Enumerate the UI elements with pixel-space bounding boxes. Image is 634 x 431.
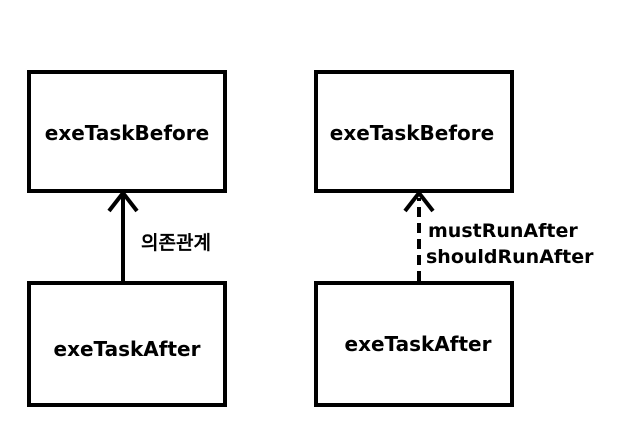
right-edge-label-line2: shouldRunAfter [426,246,594,268]
right-bottom-box [314,281,514,407]
right-diagram: exeTaskBefore exeTaskAfter mustRunAfter … [314,70,594,407]
right-arrow-head [403,189,435,213]
right-ordering-arrow [403,189,435,281]
left-bottom-box [27,281,227,407]
right-top-box-label: exeTaskBefore [330,121,494,145]
left-top-box-label: exeTaskBefore [45,121,209,145]
right-edge-label-line1: mustRunAfter [428,220,578,242]
right-top-box [314,70,514,193]
right-bottom-box-label: exeTaskAfter [345,332,492,356]
left-edge-label: 의존관계 [141,232,211,254]
left-bottom-box-label: exeTaskAfter [54,337,201,361]
left-dependency-arrow [107,189,139,283]
left-diagram: exeTaskBefore exeTaskAfter 의존관계 [27,70,227,407]
left-arrow-head [107,189,139,213]
left-top-box [27,70,227,193]
